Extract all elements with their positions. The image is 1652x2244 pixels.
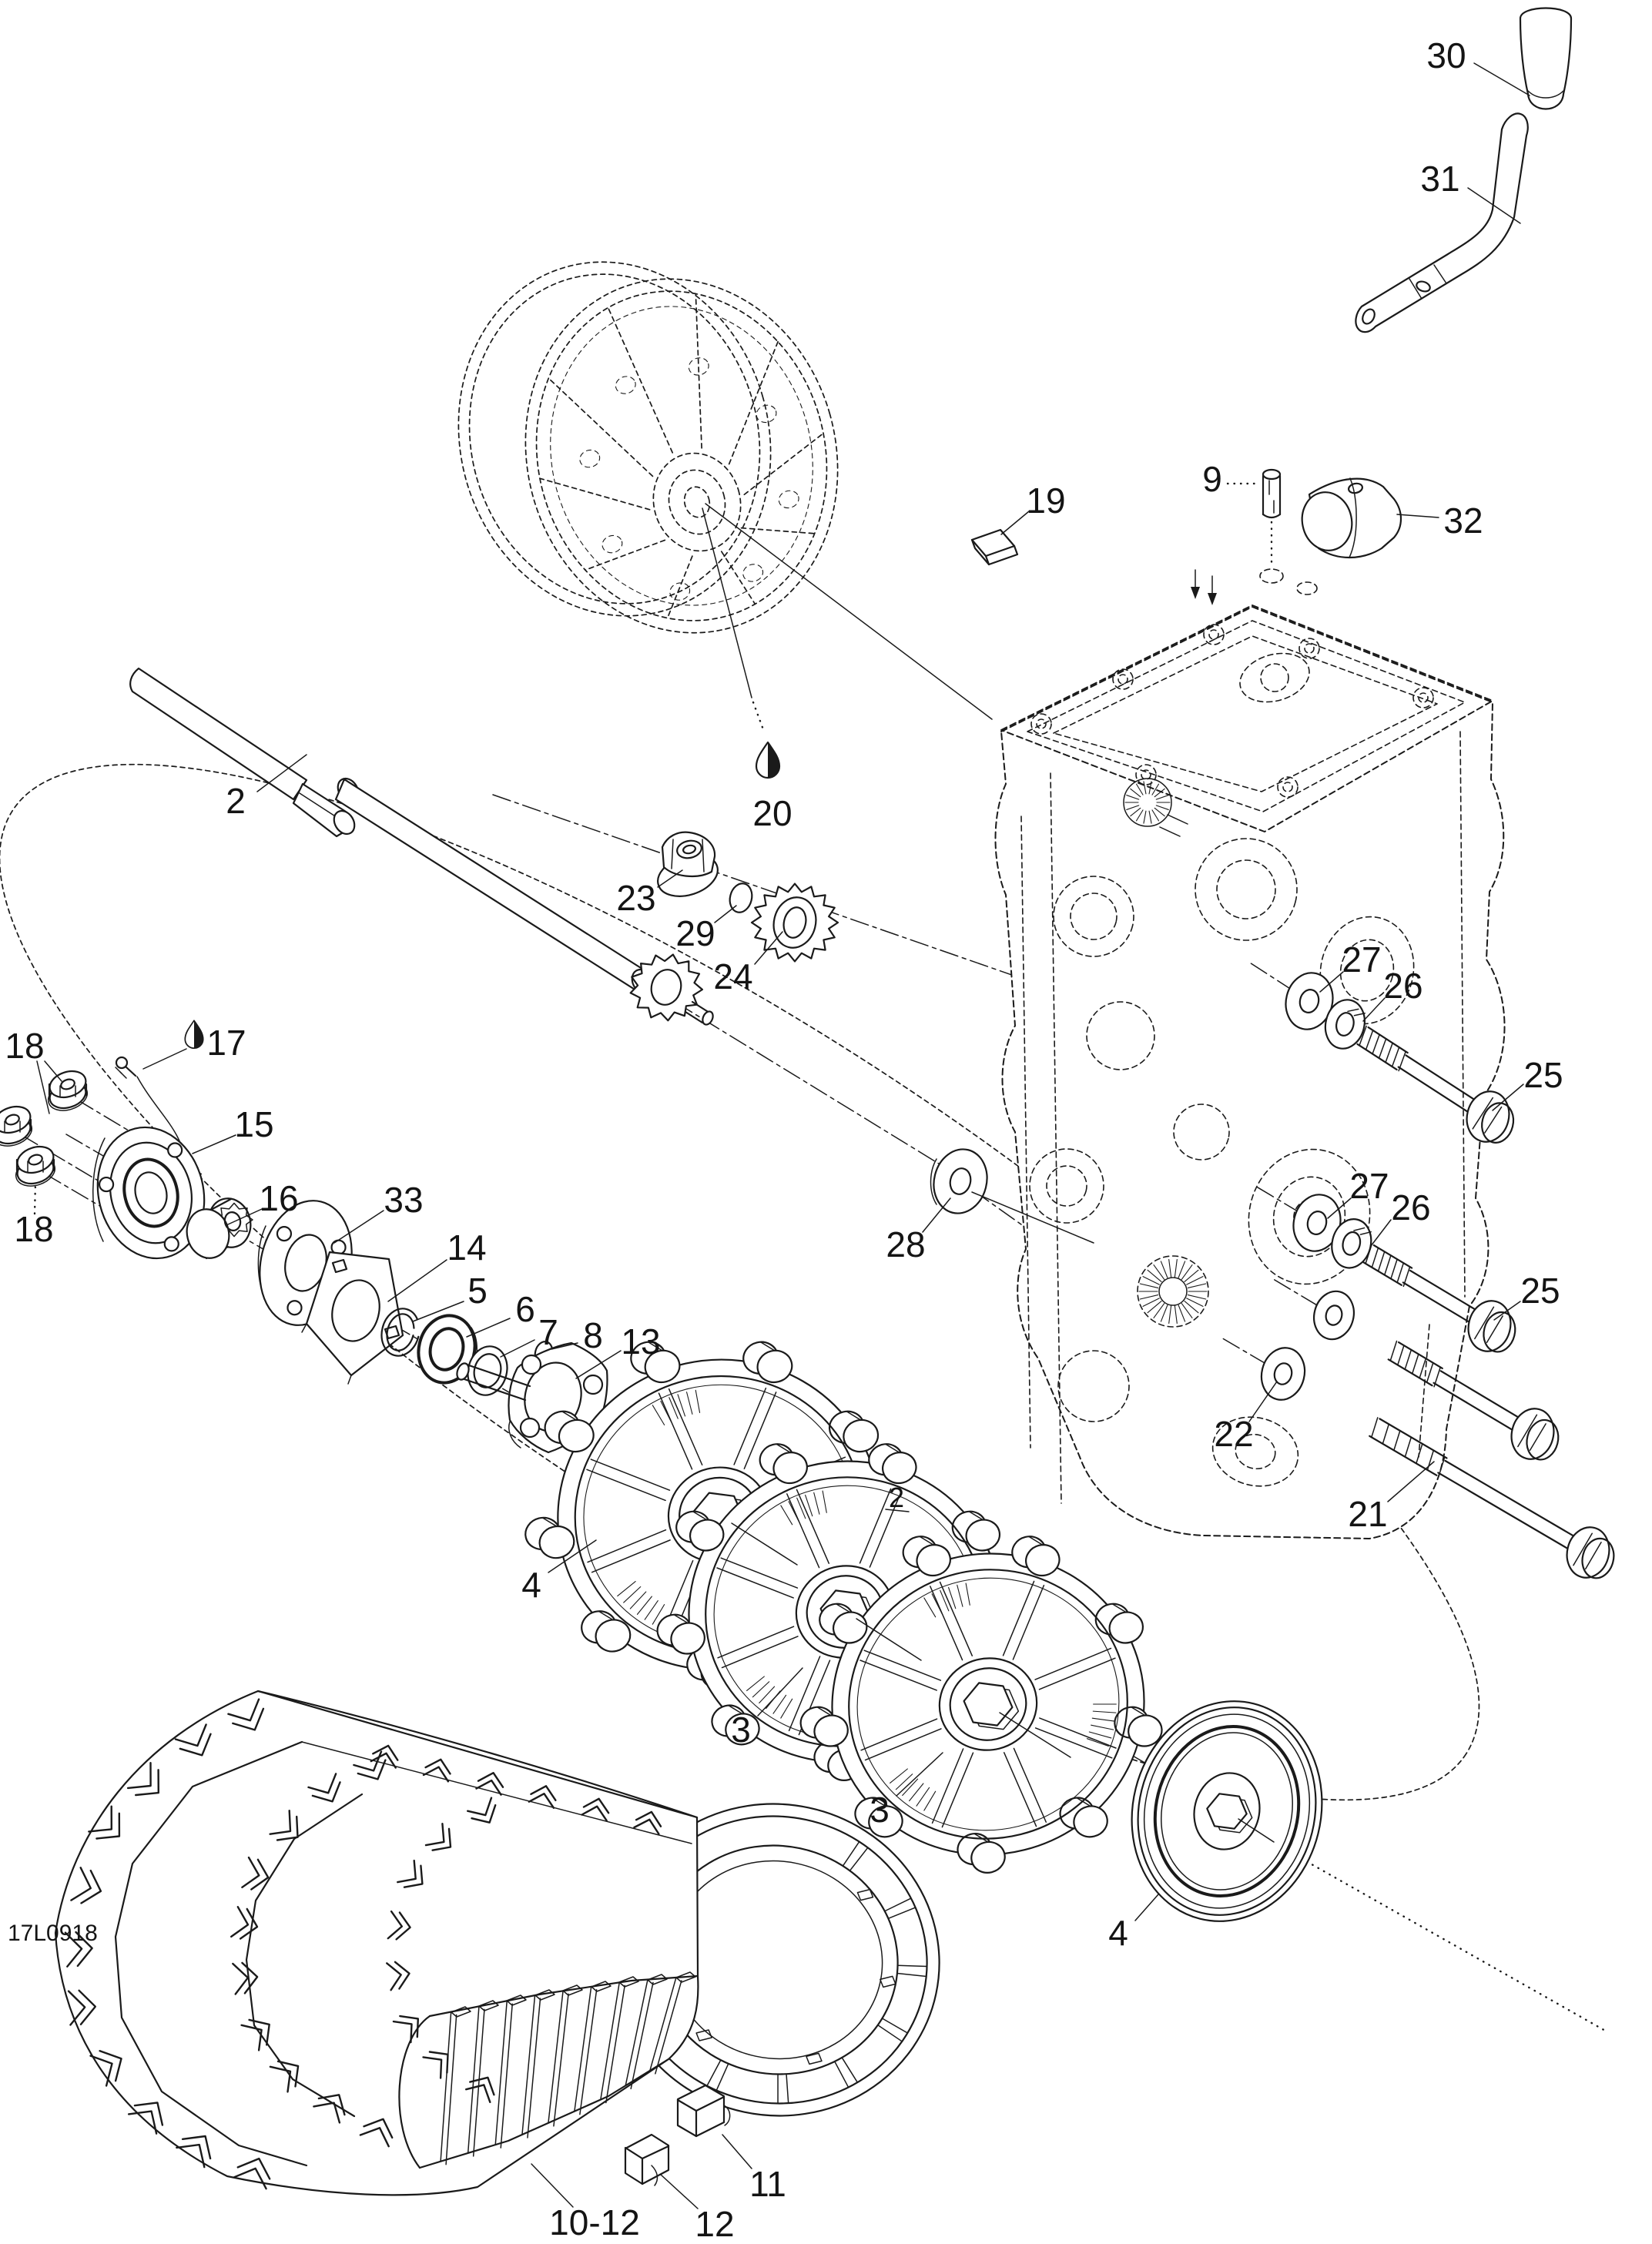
leader-11 — [722, 2134, 752, 2169]
leader-31 — [1467, 187, 1521, 224]
leader-6 — [466, 1318, 511, 1338]
leader-29 — [714, 905, 737, 923]
callout-33: 33 — [384, 1180, 423, 1220]
callout-4: 4 — [1108, 1913, 1128, 1953]
callout-8: 8 — [583, 1315, 603, 1355]
leader-26 — [1362, 997, 1386, 1022]
callout-9: 9 — [1202, 459, 1222, 499]
callout-5: 5 — [467, 1271, 488, 1311]
callout-23: 23 — [616, 878, 655, 918]
leader-4 — [548, 1539, 597, 1573]
oil-drop-icon — [755, 741, 781, 779]
leader-3 — [896, 1752, 943, 1797]
leader-26 — [1370, 1219, 1392, 1247]
leader-19 — [1000, 511, 1030, 535]
callout-22: 22 — [1214, 1414, 1253, 1454]
leader-13 — [575, 1350, 622, 1379]
leader-5 — [412, 1301, 464, 1322]
callout-29: 29 — [675, 913, 715, 953]
callout-14: 14 — [447, 1228, 486, 1268]
leader-24 — [754, 931, 783, 965]
leader-32 — [1396, 514, 1439, 518]
callout-25: 25 — [1523, 1055, 1563, 1095]
leader-33 — [333, 1210, 384, 1244]
drive-axle — [129, 667, 714, 1026]
callout-32: 32 — [1443, 501, 1483, 541]
leader-30 — [1473, 62, 1530, 96]
leader-16 — [227, 1208, 263, 1225]
shift-lever-group — [1262, 7, 1573, 568]
callout-25: 25 — [1520, 1271, 1560, 1311]
callout-27: 27 — [1342, 939, 1381, 980]
callout-27: 27 — [1349, 1166, 1389, 1206]
track — [54, 1690, 940, 2196]
callout-16: 16 — [259, 1178, 298, 1218]
leader-27 — [1327, 1197, 1352, 1219]
leader-22 — [1248, 1381, 1278, 1422]
callout-10-12: 10-12 — [549, 2202, 640, 2242]
leader-15 — [192, 1134, 236, 1154]
oil-drop-icons — [184, 741, 781, 1049]
callout-24: 24 — [713, 956, 752, 996]
mounting-fasteners — [1222, 963, 1615, 1579]
callout-12: 12 — [695, 2204, 734, 2244]
spacer-washer-28 — [930, 1148, 1094, 1244]
callout-19: 19 — [1026, 481, 1065, 521]
leader-7 — [500, 1339, 535, 1358]
leader-27 — [1319, 971, 1344, 993]
leader-18 — [36, 1060, 50, 1114]
leader-17 — [142, 1048, 187, 1070]
callout-20: 20 — [752, 793, 792, 833]
callout-6: 6 — [515, 1289, 535, 1329]
hub-bearing-group — [0, 1056, 608, 1454]
leader-18 — [44, 1060, 62, 1082]
leader-25 — [1493, 1301, 1521, 1321]
oil-drop-icon — [184, 1020, 204, 1049]
callout-15: 15 — [234, 1104, 273, 1144]
callout-26: 26 — [1391, 1187, 1430, 1228]
leader-2 — [885, 1509, 910, 1512]
callout-17: 17 — [206, 1023, 246, 1063]
callout-21: 21 — [1348, 1494, 1387, 1534]
leader-3 — [757, 1667, 803, 1716]
callout-7: 7 — [538, 1312, 558, 1352]
track-phantom-outline — [0, 763, 1480, 1801]
input-shaft-parts — [657, 831, 839, 963]
callout-30: 30 — [1426, 35, 1466, 75]
track-guide-clips — [624, 2084, 731, 2186]
leader-21 — [1387, 1461, 1435, 1502]
square-key — [970, 528, 1019, 566]
leader-12 — [660, 2174, 699, 2209]
leader-25 — [1492, 1083, 1524, 1111]
leader-23 — [657, 869, 683, 888]
callout-11: 11 — [749, 2164, 786, 2204]
callout-26: 26 — [1383, 966, 1422, 1006]
callout-13: 13 — [621, 1321, 660, 1361]
callout-18: 18 — [14, 1209, 53, 1249]
callout-18: 18 — [5, 1026, 44, 1066]
gearbox — [994, 568, 1506, 1539]
leader-28 — [922, 1197, 951, 1233]
callout-2: 2 — [889, 1482, 904, 1513]
callout-2: 2 — [226, 781, 246, 821]
hub-leader-lines — [702, 503, 993, 733]
sprocket-group — [524, 1341, 1323, 1922]
leader-2 — [256, 754, 307, 792]
leader-8 — [551, 1342, 578, 1350]
callout-3: 3 — [731, 1710, 751, 1750]
figure-code: 17L0918 — [8, 1921, 98, 1946]
callout-4: 4 — [521, 1565, 541, 1605]
callout-28: 28 — [886, 1224, 925, 1264]
callout-31: 31 — [1420, 159, 1459, 199]
leader-4 — [1134, 1894, 1159, 1921]
callout-3: 3 — [870, 1790, 890, 1830]
phantom-wheel — [457, 261, 839, 634]
leader-14 — [387, 1259, 447, 1302]
leader-10-12 — [531, 2163, 574, 2208]
